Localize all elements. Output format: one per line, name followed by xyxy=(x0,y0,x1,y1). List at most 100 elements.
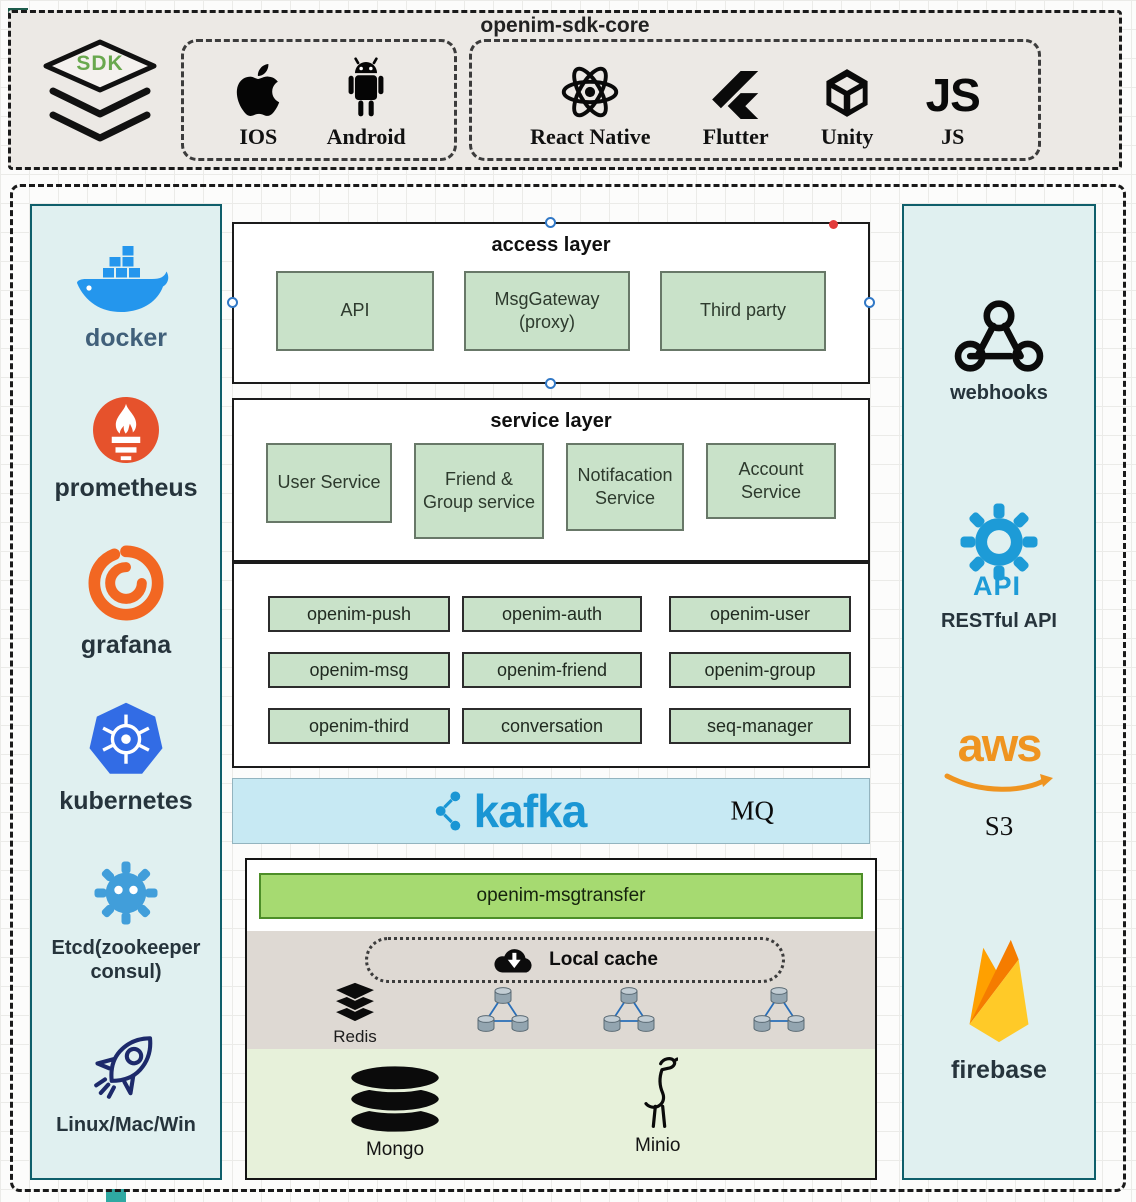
sidebar-item-grafana[interactable]: grafana xyxy=(81,543,171,661)
module-openim-group[interactable]: openim-group xyxy=(669,652,851,688)
mongo-node[interactable]: Mongo xyxy=(347,1063,443,1161)
minio-bird-icon xyxy=(638,1055,678,1131)
service-layer-title: service layer xyxy=(490,410,612,432)
selection-handle-bottom[interactable] xyxy=(545,378,556,389)
user-service-box[interactable]: User Service xyxy=(266,443,392,523)
aws-smile-icon xyxy=(941,772,1057,796)
sdk-logo[interactable]: SDK xyxy=(37,37,163,149)
platform-label: Android xyxy=(326,124,406,149)
restful-api-gear-icon xyxy=(955,498,1043,586)
kafka-mq-bar[interactable]: kafka MQ xyxy=(232,778,870,844)
minio-node[interactable]: Minio xyxy=(635,1055,680,1157)
cloud-download-icon xyxy=(492,945,536,976)
firebase-icon xyxy=(953,934,1045,1048)
msggateway-box[interactable]: MsgGateway (proxy) xyxy=(464,271,630,351)
platform-label: Flutter xyxy=(702,124,769,149)
module-conversation[interactable]: conversation xyxy=(462,708,642,744)
sdk-layers-icon xyxy=(37,37,163,149)
right-integrations-sidebar[interactable]: webhooks xyxy=(902,204,1096,1180)
sidebar-item-kubernetes[interactable]: kubernetes xyxy=(59,701,193,817)
msgtransfer-bar[interactable]: openim-msgtransfer xyxy=(259,873,863,919)
local-cache-pill[interactable]: Local cache xyxy=(365,937,785,983)
redis-node[interactable]: Redis xyxy=(331,979,379,1047)
sidebar-item-label: grafana xyxy=(80,631,172,660)
native-platforms-group[interactable]: IOS Android xyxy=(181,39,457,161)
mq-label: MQ xyxy=(730,795,774,826)
db-cluster-icon xyxy=(751,985,807,1037)
redis-label: Redis xyxy=(333,1027,377,1046)
module-openim-push[interactable]: openim-push xyxy=(268,596,450,632)
android-icon xyxy=(339,55,393,119)
module-openim-third[interactable]: openim-third xyxy=(268,708,450,744)
sidebar-item-webhooks[interactable]: webhooks xyxy=(950,298,1048,405)
sdk-section-title: openim-sdk-core xyxy=(480,14,650,37)
platform-ios[interactable]: IOS xyxy=(232,50,284,150)
db-cluster-node[interactable] xyxy=(601,985,657,1037)
friend-group-service-box[interactable]: Friend & Group service xyxy=(414,443,544,539)
platform-js[interactable]: JS JS xyxy=(925,50,981,150)
cross-platforms-group[interactable]: React Native Flutter Unity xyxy=(469,39,1041,161)
db-cluster-icon xyxy=(601,985,657,1037)
redis-icon xyxy=(331,979,379,1025)
modules-box[interactable]: openim-push openim-auth openim-user open… xyxy=(232,562,870,768)
platform-flutter[interactable]: Flutter xyxy=(703,50,769,150)
sidebar-item-aws-s3[interactable]: aws S3 xyxy=(941,718,1057,842)
sdk-core-section[interactable]: openim-sdk-core SDK IOS xyxy=(8,10,1122,170)
notification-service-box[interactable]: Notifacation Service xyxy=(566,443,684,531)
sidebar-item-label: docker xyxy=(85,324,167,353)
platform-android[interactable]: Android xyxy=(327,50,406,150)
mongo-icon xyxy=(347,1063,443,1135)
platform-label: React Native xyxy=(530,124,651,149)
kubernetes-icon xyxy=(85,701,167,779)
platform-react-native[interactable]: React Native xyxy=(530,50,651,150)
platform-label: Unity xyxy=(820,124,874,149)
mongo-label: Mongo xyxy=(365,1139,425,1160)
kafka-icon xyxy=(432,789,464,833)
service-layer-box[interactable]: service layer User Service Friend & Grou… xyxy=(232,398,870,562)
grafana-icon xyxy=(86,543,166,623)
sidebar-item-firebase[interactable]: firebase xyxy=(951,934,1047,1086)
sidebar-item-label: firebase xyxy=(951,1056,1047,1085)
cache-band[interactable]: Local cache Redis xyxy=(247,931,875,1049)
etcd-icon xyxy=(89,857,163,929)
kafka-logo: kafka xyxy=(191,779,827,843)
module-seq-manager[interactable]: seq-manager xyxy=(669,708,851,744)
selection-handle-right[interactable] xyxy=(864,297,875,308)
module-openim-friend[interactable]: openim-friend xyxy=(462,652,642,688)
access-layer-box[interactable]: access layer API MsgGateway (proxy) Thir… xyxy=(232,222,870,384)
sidebar-item-label: prometheus xyxy=(54,473,198,502)
sdk-logo-label: SDK xyxy=(76,52,124,75)
platform-label: JS xyxy=(941,124,965,149)
selection-handle-red[interactable] xyxy=(829,220,838,229)
left-toolchain-sidebar[interactable]: docker prometheus grafana xyxy=(30,204,222,1180)
api-box[interactable]: API xyxy=(276,271,434,351)
sidebar-item-docker[interactable]: docker xyxy=(73,246,179,354)
selection-handle-left[interactable] xyxy=(227,297,238,308)
sidebar-item-label: S3 xyxy=(984,811,1014,842)
sidebar-item-etcd[interactable]: Etcd(zookeeper consul) xyxy=(40,857,212,985)
sidebar-item-os[interactable]: Linux/Mac/Win xyxy=(56,1024,196,1137)
persistence-band[interactable]: Mongo Minio xyxy=(247,1049,875,1178)
minio-label: Minio xyxy=(635,1135,681,1156)
db-cluster-node[interactable] xyxy=(751,985,807,1037)
module-openim-auth[interactable]: openim-auth xyxy=(462,596,642,632)
third-party-box[interactable]: Third party xyxy=(660,271,826,351)
sidebar-item-label: webhooks xyxy=(950,382,1048,405)
storage-box[interactable]: openim-msgtransfer Local cache xyxy=(245,858,877,1180)
sidebar-item-label: Linux/Mac/Win xyxy=(56,1114,196,1137)
account-service-box[interactable]: Account Service xyxy=(706,443,836,519)
access-layer-title: access layer xyxy=(491,234,611,256)
platform-unity[interactable]: Unity xyxy=(820,50,874,150)
module-openim-user[interactable]: openim-user xyxy=(669,596,851,632)
webhooks-icon xyxy=(953,298,1045,374)
js-icon: JS xyxy=(925,69,981,121)
selection-handle-top[interactable] xyxy=(545,217,556,228)
sidebar-item-prometheus[interactable]: prometheus xyxy=(54,394,198,504)
sidebar-item-restful-api[interactable]: API RESTful API xyxy=(941,498,1057,633)
module-openim-msg[interactable]: openim-msg xyxy=(268,652,450,688)
db-cluster-node[interactable] xyxy=(475,985,531,1037)
bottom-marker[interactable] xyxy=(106,1189,126,1202)
react-icon xyxy=(560,65,620,119)
aws-logo-icon: aws xyxy=(957,718,1043,772)
